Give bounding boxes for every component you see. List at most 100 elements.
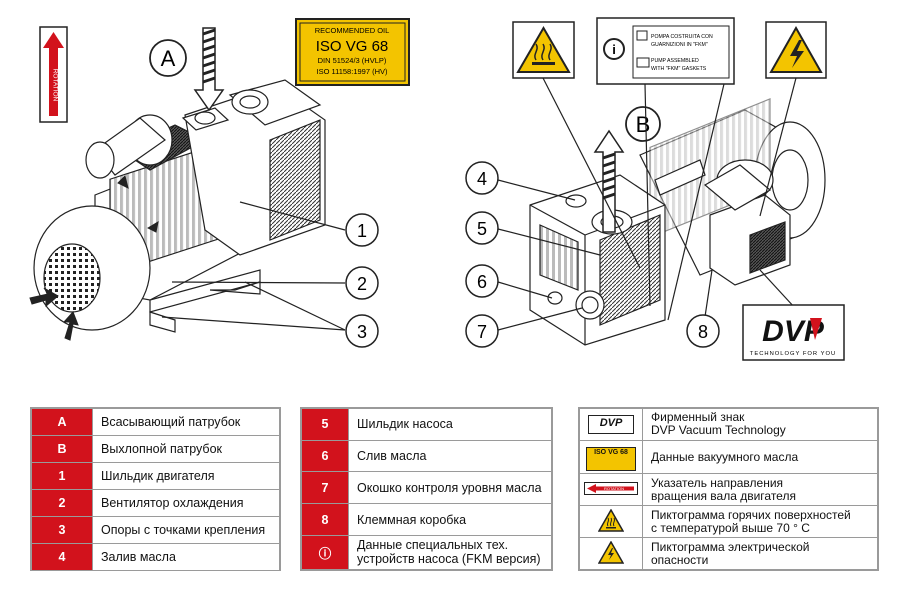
rotation-mini-text: ROTATION xyxy=(604,486,624,491)
legend-symbol: DVP xyxy=(579,408,643,441)
legend-code: ⓘ xyxy=(301,534,349,571)
legend-text: Данные вакуумного масла xyxy=(642,439,878,475)
legend-symbol: ROTATION xyxy=(579,473,643,507)
legend-code: A xyxy=(31,408,93,436)
pump-diagram: ROTATION RECOMMENDED OIL ISO VG 68 DIN 5… xyxy=(29,17,845,361)
legend-row: ISO VG 68 Данные вакуумного масла xyxy=(579,439,878,475)
callout-a: A xyxy=(149,39,187,77)
legend-line2: вращения вала двигателя xyxy=(651,488,796,503)
dvp-logo: DVP TECHNOLOGY FOR YOU xyxy=(742,304,845,361)
legend-text: Выхлопной патрубок xyxy=(92,435,280,463)
oil-mini-label: ISO VG 68 xyxy=(586,446,636,471)
oil-mini-text: ISO VG 68 xyxy=(594,448,628,456)
legend-line1: Пиктограмма горячих поверхностей xyxy=(651,507,851,522)
legend-code: B xyxy=(31,435,93,463)
leader-lines-left xyxy=(161,201,346,331)
oil-label: RECOMMENDED OIL ISO VG 68 DIN 51524/3 (H… xyxy=(295,18,410,86)
legend-line1: Пиктограмма электрической опасности xyxy=(651,539,810,567)
legend-row: Пиктограмма электрической опасности xyxy=(579,537,878,570)
legend-text: Вентилятор охлаждения xyxy=(92,489,280,517)
legend-text: Пиктограмма электрической опасности xyxy=(642,537,878,570)
electric-hazard-icon xyxy=(597,539,625,564)
dvp-mini-logo: DVP xyxy=(588,414,634,434)
oil-label-line4: ISO 11158:1997 (HV) xyxy=(316,67,388,76)
left-pump-drawing xyxy=(33,79,326,333)
info-label-line3: PUMP ASSEMBLED xyxy=(651,58,699,64)
legend-code: 4 xyxy=(31,543,93,571)
legend-text: Залив масла xyxy=(92,543,280,571)
legend-code: 8 xyxy=(301,503,349,536)
info-label-line4: WITH "FKM" GASKETS xyxy=(651,66,707,72)
legend-text: Окошко контроля уровня масла xyxy=(348,471,552,505)
info-label-line1: POMPA COSTRUITA CON xyxy=(651,34,713,40)
legend-text: Шильдик двигателя xyxy=(92,462,280,490)
inlet-arrow-a xyxy=(193,27,225,112)
legend-code: 5 xyxy=(301,408,349,441)
hot-surface-icon xyxy=(597,508,625,532)
svg-text:A: A xyxy=(161,46,176,71)
right-pump-drawing xyxy=(529,98,826,346)
svg-text:B: B xyxy=(636,112,651,137)
legend-text: Слив масла xyxy=(348,439,552,473)
dvp-logo-tagline: TECHNOLOGY FOR YOU xyxy=(750,351,836,357)
callout-8: 8 xyxy=(698,322,708,342)
airflow-arrows-left xyxy=(29,175,159,341)
electric-hazard-sign xyxy=(765,21,827,79)
callout-4: 4 xyxy=(477,169,487,189)
callout-3: 3 xyxy=(357,322,367,342)
leader-lines-right xyxy=(497,77,797,331)
legend-symbol xyxy=(579,537,643,570)
legend-text: Шильдик насоса xyxy=(348,408,552,441)
legend-line2: DVP Vacuum Technology xyxy=(651,423,786,438)
callout-7: 7 xyxy=(477,322,487,342)
hot-surface-sign xyxy=(512,21,575,79)
legend-text: Всасывающий патрубок xyxy=(92,408,280,436)
callout-6: 6 xyxy=(477,272,487,292)
callouts-left-numbers: 1 2 3 xyxy=(345,213,379,348)
legend-code: 2 xyxy=(31,489,93,517)
legend-code: 7 xyxy=(301,471,349,505)
rotation-label: ROTATION xyxy=(39,26,68,123)
oil-label-line3: DIN 51524/3 (HVLP) xyxy=(318,56,387,65)
legend-text: Опоры с точками крепления xyxy=(92,516,280,544)
legend-line1: Фирменный знак xyxy=(651,410,745,425)
legend-line2: с температурой выше 70 ° C xyxy=(651,520,810,535)
info-sign: i POMPA COSTRUITA CON GUARNIZIONI IN "FK… xyxy=(596,17,735,85)
legend-line1: Указатель направления xyxy=(651,475,784,490)
info-label-line2: GUARNIZIONI IN "FKM" xyxy=(651,42,708,48)
rotation-label-text: ROTATION xyxy=(52,69,59,102)
legend-symbol: ISO VG 68 xyxy=(579,439,643,475)
callouts-right-numbers: 4 5 6 7 8 xyxy=(465,161,720,348)
oil-label-line2: ISO VG 68 xyxy=(316,38,389,55)
callout-2: 2 xyxy=(357,274,367,294)
legend-text: Клеммная коробка xyxy=(348,503,552,536)
legend-symbol xyxy=(579,505,643,538)
legend-code: 6 xyxy=(301,439,349,473)
legend-code: 3 xyxy=(31,516,93,544)
callout-1: 1 xyxy=(357,221,367,241)
legend-text: Данные специальных тех. устройств насоса… xyxy=(348,534,552,571)
oil-label-line1: RECOMMENDED OIL xyxy=(315,26,390,35)
callout-5: 5 xyxy=(477,219,487,239)
legend-line1: Данные вакуумного масла xyxy=(651,449,799,464)
callout-b: B xyxy=(625,106,661,142)
